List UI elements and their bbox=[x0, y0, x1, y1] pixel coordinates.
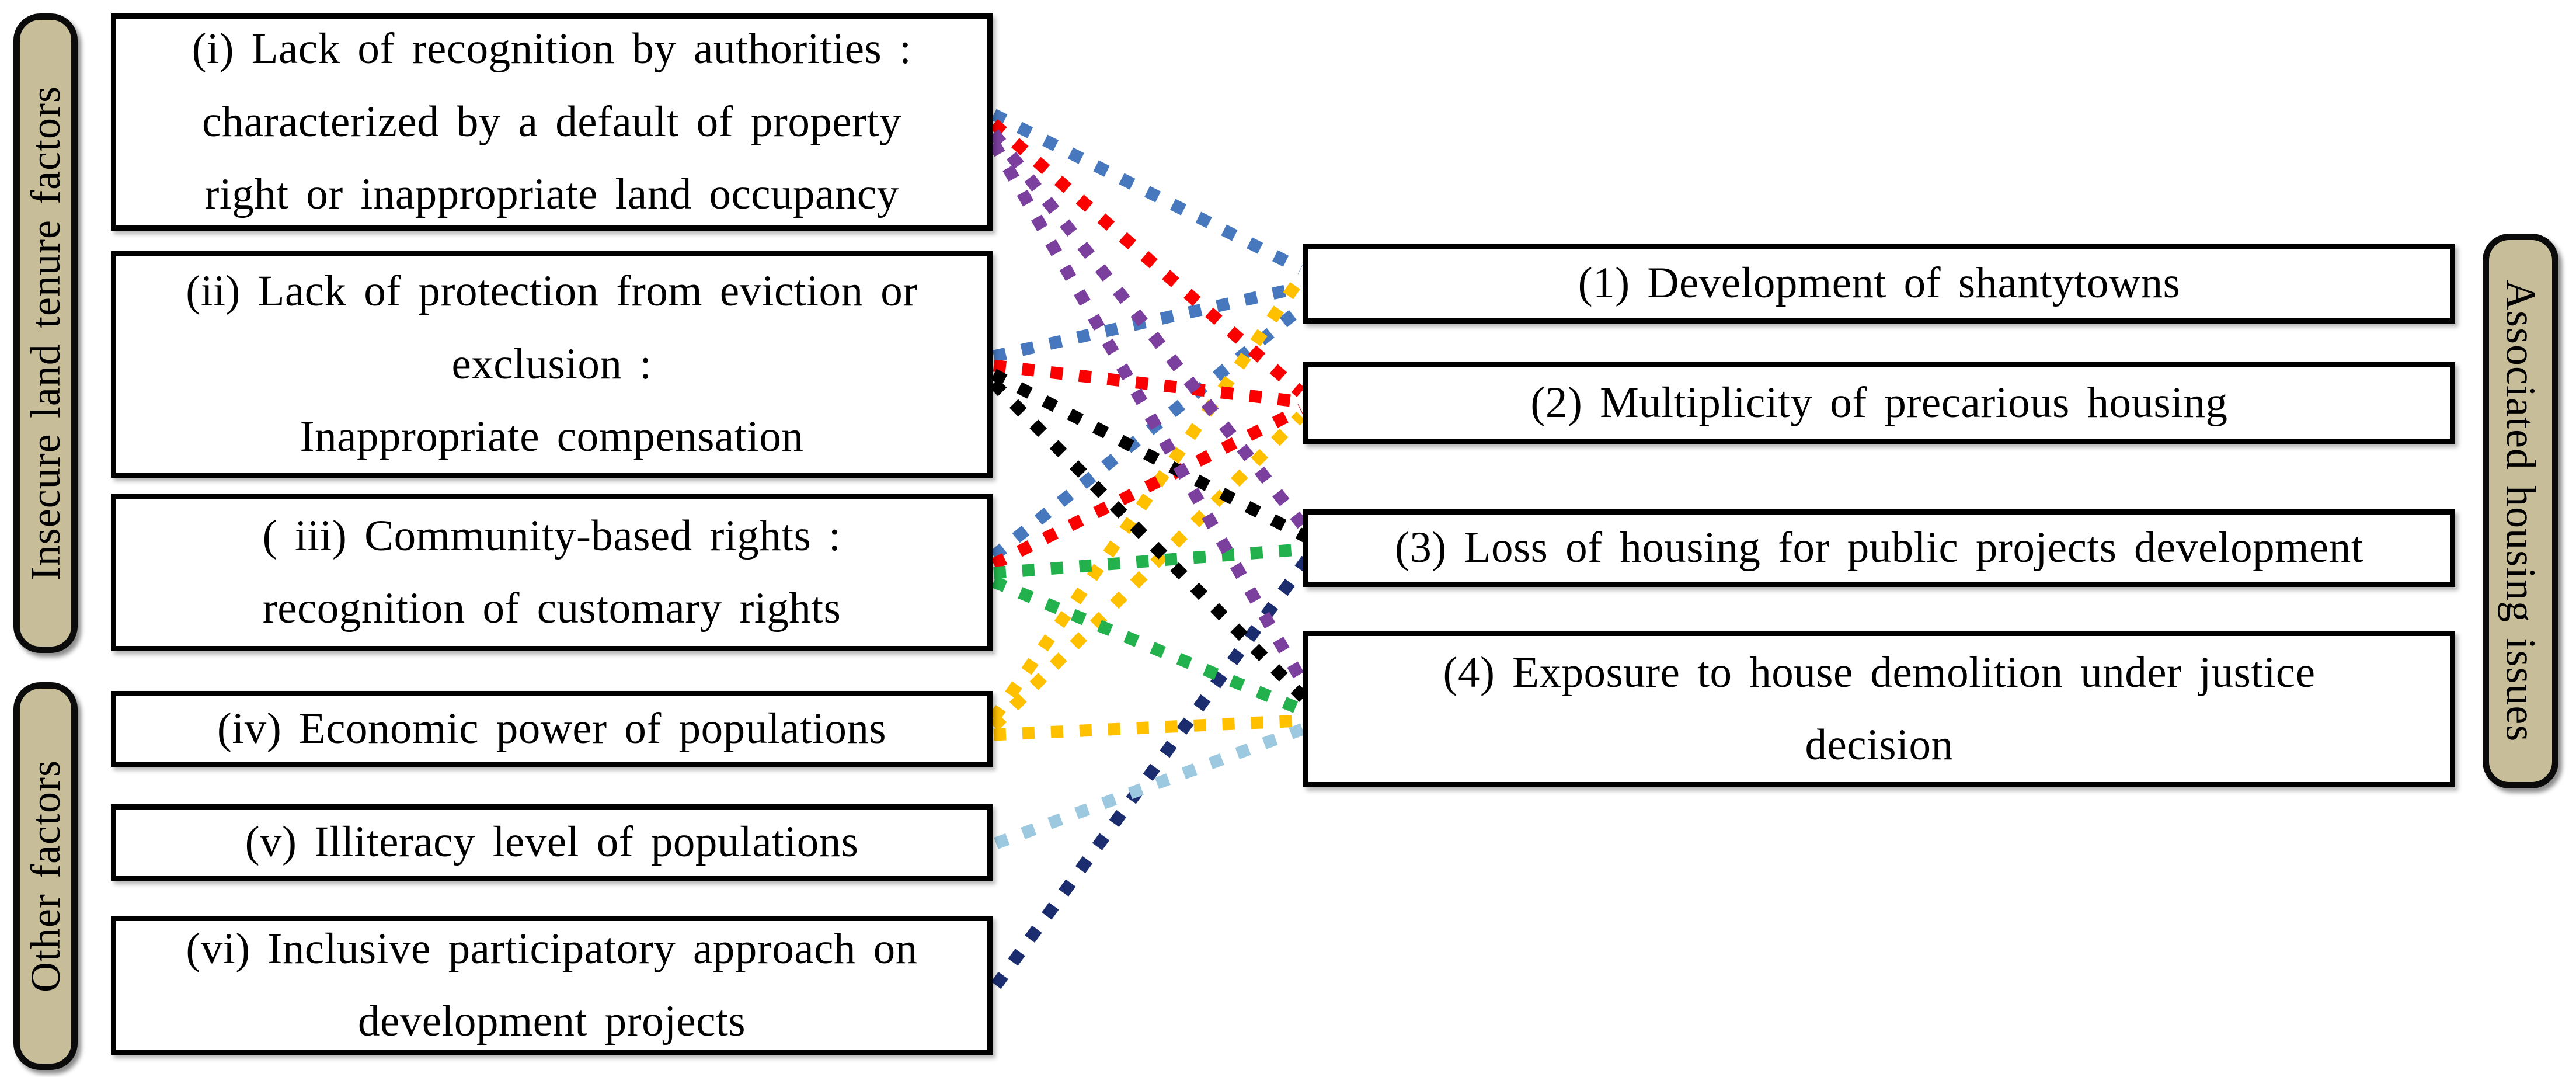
issue-box-text: (1) Development of shantytowns bbox=[1578, 259, 2181, 308]
sidebar-tab-label: Insecure land tenure factors bbox=[22, 85, 69, 581]
connection-iv-to-2 bbox=[989, 411, 1306, 731]
factor-box-text: (iv) Economic power of populations bbox=[217, 704, 887, 753]
connection-iii-to-2 bbox=[991, 404, 1304, 570]
connection-ii-to-3 bbox=[991, 369, 1310, 543]
issue-box-3-loss-of-housing: (3) Loss of housing for public projects … bbox=[1303, 509, 2455, 587]
connection-v-to-4 bbox=[994, 720, 1315, 849]
connection-iii-to-1 bbox=[990, 303, 1305, 561]
factor-box-text: (ii) Lack of protection from eviction or… bbox=[186, 267, 918, 461]
connection-iii-to-3 bbox=[993, 543, 1307, 579]
connection-ii-to-4 bbox=[989, 378, 1317, 711]
connection-vi-to-3 bbox=[991, 555, 1312, 989]
sidebar-tab-label: Associated housing issues bbox=[2497, 280, 2544, 742]
issue-box-text: (4) Exposure to house demolition under j… bbox=[1443, 648, 2316, 770]
factor-box-text: (i) Lack of recognition by authorities :… bbox=[192, 25, 912, 219]
factor-box-vi-inclusive-participatory-approach: (vi) Inclusive participatory approach on… bbox=[111, 916, 993, 1055]
factor-box-text: ( iii) Community-based rights : recognit… bbox=[262, 511, 841, 633]
sidebar-tab-insecure-land-tenure-factors: Insecure land tenure factors bbox=[13, 13, 78, 653]
factor-box-iii-community-based-rights: ( iii) Community-based rights : recognit… bbox=[111, 494, 993, 651]
connection-iv-to-4 bbox=[993, 714, 1313, 741]
issue-box-4-exposure-to-house-demolition: (4) Exposure to house demolition under j… bbox=[1303, 631, 2455, 787]
sidebar-tab-associated-housing-issues: Associated housing issues bbox=[2483, 234, 2558, 788]
connection-iv-to-1 bbox=[988, 273, 1306, 722]
factor-box-ii-lack-of-protection: (ii) Lack of protection from eviction or… bbox=[111, 251, 993, 478]
connection-i-to-1 bbox=[991, 109, 1304, 275]
issue-box-2-multiplicity-of-precarious-housing: (2) Multiplicity of precarious housing bbox=[1303, 362, 2455, 444]
sidebar-tab-label: Other factors bbox=[22, 759, 69, 993]
sidebar-tab-other-factors: Other factors bbox=[13, 682, 78, 1070]
issue-box-1-development-of-shantytowns: (1) Development of shantytowns bbox=[1303, 244, 2455, 324]
connection-iii-to-4 bbox=[991, 576, 1315, 720]
connection-ii-to-1 bbox=[992, 281, 1303, 363]
connection-ii-to-2 bbox=[993, 359, 1302, 408]
factor-box-i-lack-of-recognition: (i) Lack of recognition by authorities :… bbox=[111, 13, 993, 231]
issue-box-text: (3) Loss of housing for public projects … bbox=[1394, 523, 2364, 572]
issue-box-text: (2) Multiplicity of precarious housing bbox=[1530, 378, 2228, 427]
connection-i-to-2 bbox=[990, 119, 1305, 397]
factor-box-iv-economic-power: (iv) Economic power of populations bbox=[111, 691, 993, 767]
factor-box-text: (v) Illiteracy level of populations bbox=[245, 818, 859, 867]
connection-i-to-4 bbox=[988, 140, 1318, 703]
factor-box-v-illiteracy-level: (v) Illiteracy level of populations bbox=[111, 804, 993, 881]
factor-box-text: (vi) Inclusive participatory approach on… bbox=[186, 924, 918, 1046]
